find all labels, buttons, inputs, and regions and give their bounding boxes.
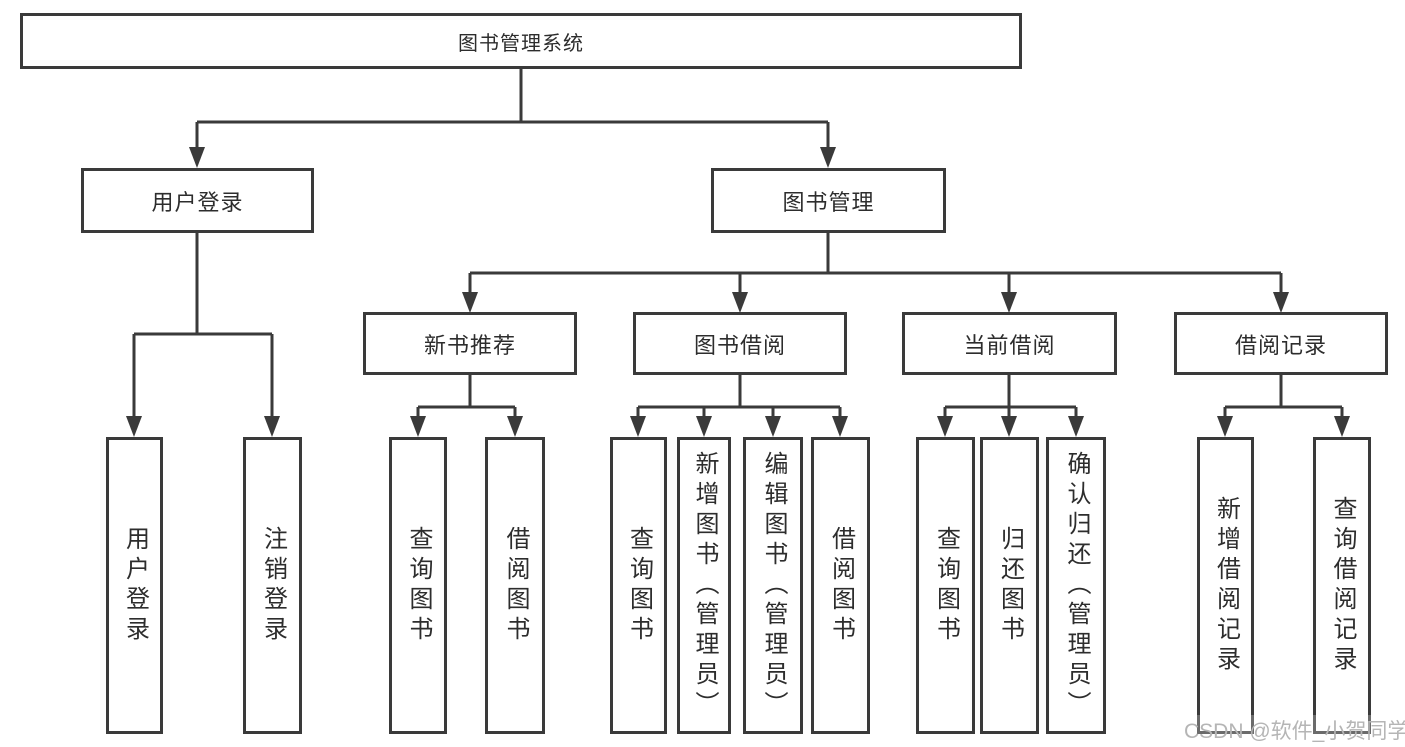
node-book-management: 图书管理	[711, 168, 946, 233]
node-query-borrow-record: 查询借阅记录	[1313, 437, 1371, 734]
node-borrow-books-recommend: 借阅图书	[485, 437, 545, 734]
node-query-books-recommend: 查询图书	[389, 437, 447, 734]
node-logout: 注销登录	[243, 437, 302, 734]
node-query-books-current: 查询图书	[916, 437, 975, 734]
node-borrow-books-leaf: 借阅图书	[811, 437, 870, 734]
node-new-book-recommend: 新书推荐	[363, 312, 577, 375]
csdn-watermark: CSDN @软件_小贺同学	[1184, 715, 1405, 745]
node-add-borrow-record: 新增借阅记录	[1197, 437, 1254, 734]
connector-paths	[132, 69, 1344, 418]
node-user-login-leaf: 用户登录	[106, 437, 163, 734]
node-return-book: 归还图书	[980, 437, 1039, 734]
node-library-management-system: 图书管理系统	[20, 13, 1022, 69]
node-book-borrowing: 图书借阅	[633, 312, 847, 375]
arrowhead-icons	[126, 147, 1350, 437]
node-query-books-borrow: 查询图书	[610, 437, 667, 734]
node-add-book-admin: 新增图书（管理员）	[677, 437, 731, 734]
node-borrowing-records: 借阅记录	[1174, 312, 1388, 375]
node-current-borrowing: 当前借阅	[902, 312, 1117, 375]
node-edit-book-admin: 编辑图书（管理员）	[743, 437, 803, 734]
node-confirm-return-admin: 确认归还（管理员）	[1046, 437, 1106, 734]
node-user-login: 用户登录	[81, 168, 314, 233]
